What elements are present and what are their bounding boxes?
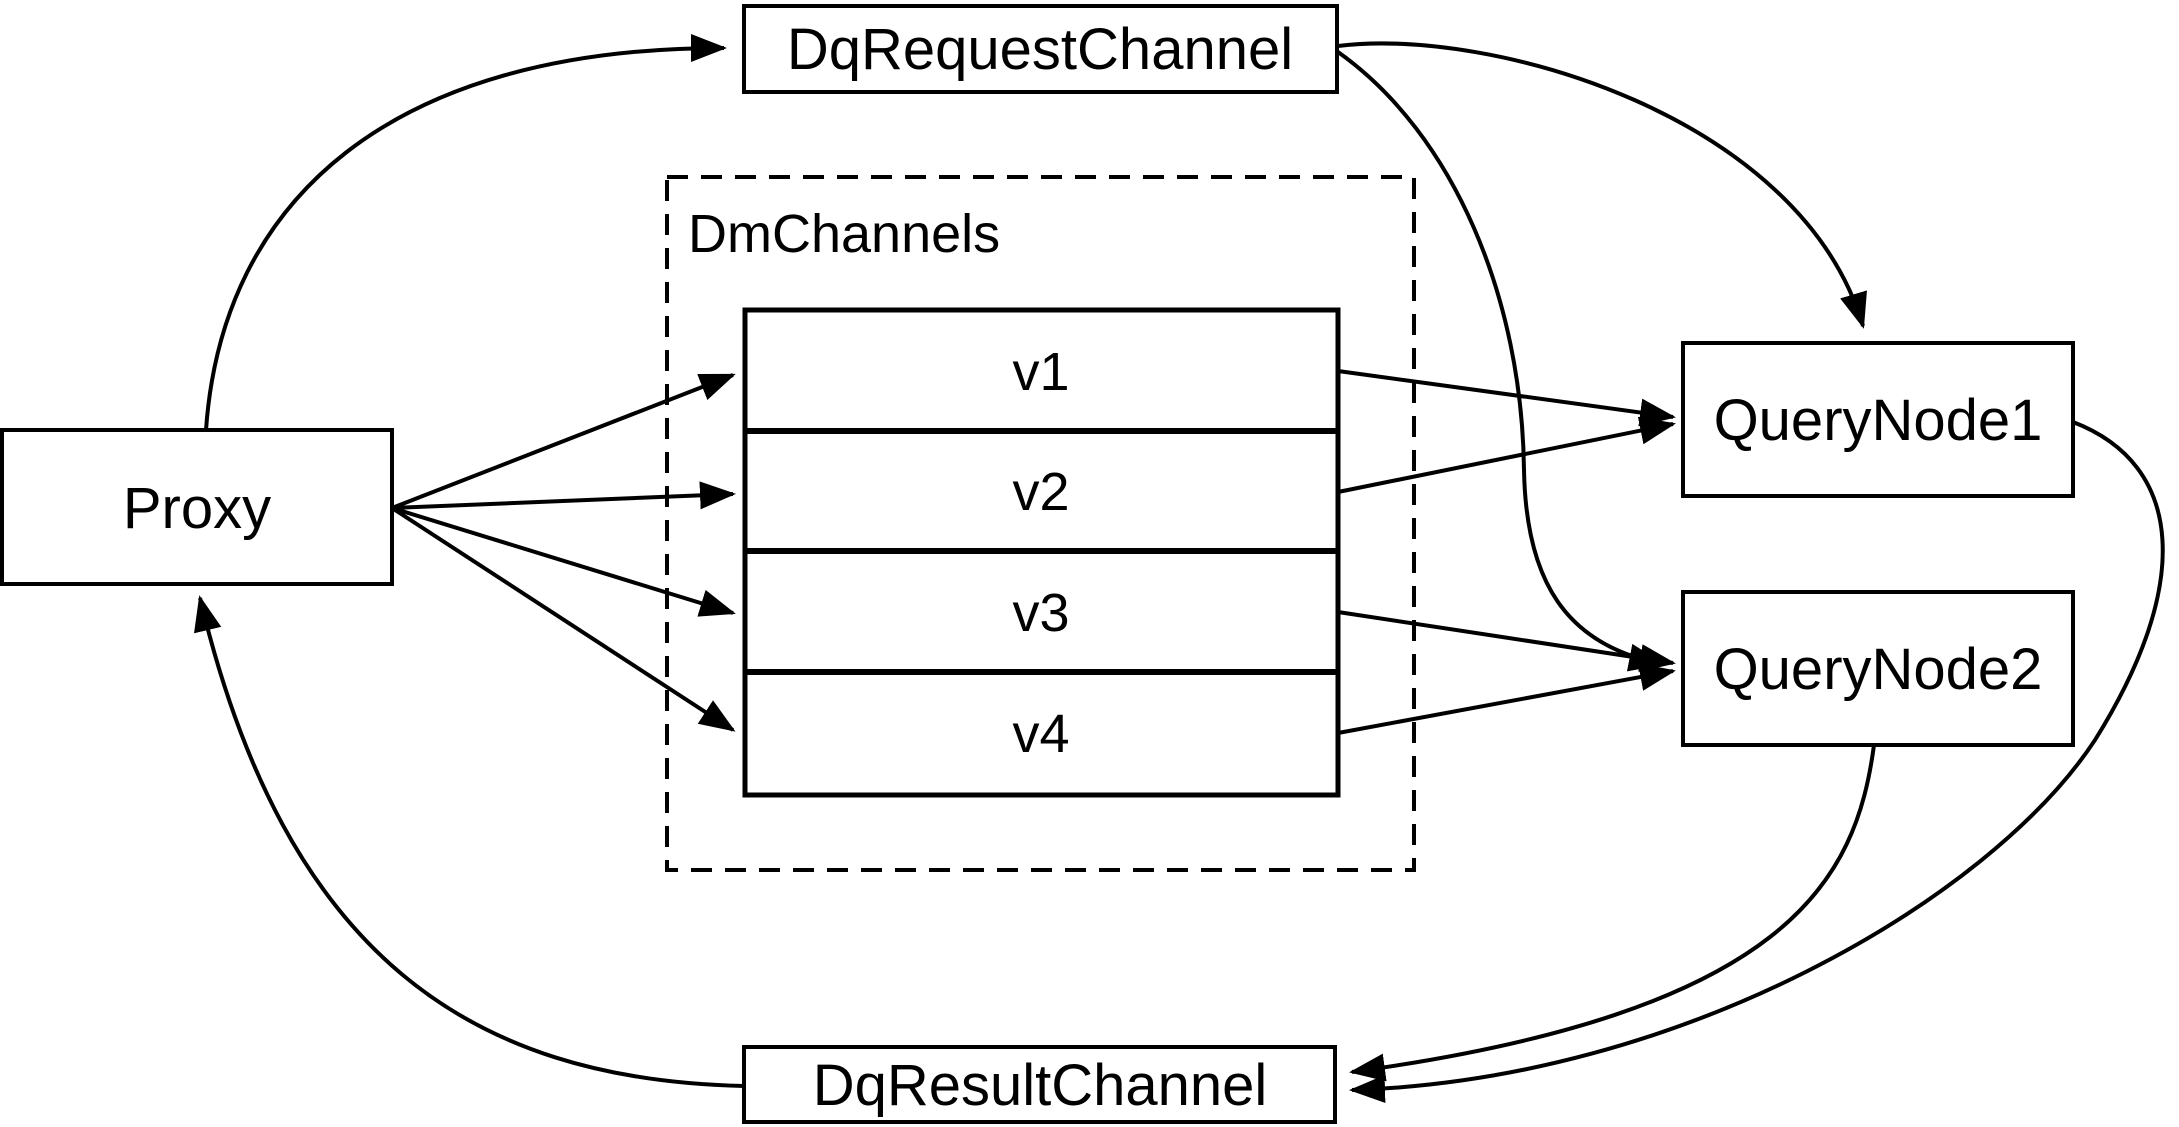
edge-dqrequestchannel-to-querynode2 [1336,50,1665,672]
channel-v2-label: v2 [1012,462,1069,522]
edge-v3-to-querynode2 [1337,610,1676,672]
node-query-node-2: QueryNode2 [1681,590,2075,747]
edge-v2-to-querynode1 [1337,416,1676,494]
edge-querynode1-to-dqresultchannel [1349,420,2165,1103]
edge-proxy-to-v1 [391,373,736,510]
edge-dqresultchannel-to-proxy [194,595,745,1088]
edges [194,34,2165,1103]
node-dq-result-channel: DqResultChannel [742,1045,1337,1124]
edge-v1-to-querynode1 [1337,369,1676,427]
proxy-box [0,428,394,586]
dm-channels-label: DmChannels [688,204,1000,264]
query-node-2-label: QueryNode2 [1714,637,2043,702]
channel-v3-label: v3 [1012,583,1069,643]
edge-proxy-to-dqrequestchannel [204,34,727,431]
node-dq-request-channel: DqRequestChannel [742,4,1339,94]
query-node-2-box [1681,590,2075,747]
edge-v4-to-querynode2 [1337,663,1676,735]
channel-v1-label: v1 [1012,342,1069,402]
dq-result-channel-box [742,1045,1337,1124]
proxy-label: Proxy [123,476,271,541]
edge-proxy-to-v4 [390,506,736,732]
edge-proxy-to-v2 [391,481,736,510]
query-node-1-box [1681,341,2075,498]
edge-dqrequestchannel-to-querynode1 [1337,41,1867,329]
channel-stack: v1 v2 v3 v4 [742,307,1341,798]
dq-request-channel-box [742,4,1339,94]
node-proxy: Proxy [0,428,394,586]
dq-result-channel-label: DqResultChannel [813,1053,1268,1118]
nodes: DmChannels v1 v2 v3 v4 Proxy [0,4,2075,1124]
channel-v4-label: v4 [1012,704,1069,764]
node-query-node-1: QueryNode1 [1681,341,2075,498]
dm-channels-dashed-border [665,175,1416,872]
edge-querynode2-to-dqresultchannel [1349,744,1876,1082]
dq-request-channel-label: DqRequestChannel [787,17,1293,82]
query-node-1-label: QueryNode1 [1714,388,2043,453]
group-dm-channels: DmChannels v1 v2 v3 v4 [665,175,1416,872]
edge-proxy-to-v3 [391,506,736,617]
